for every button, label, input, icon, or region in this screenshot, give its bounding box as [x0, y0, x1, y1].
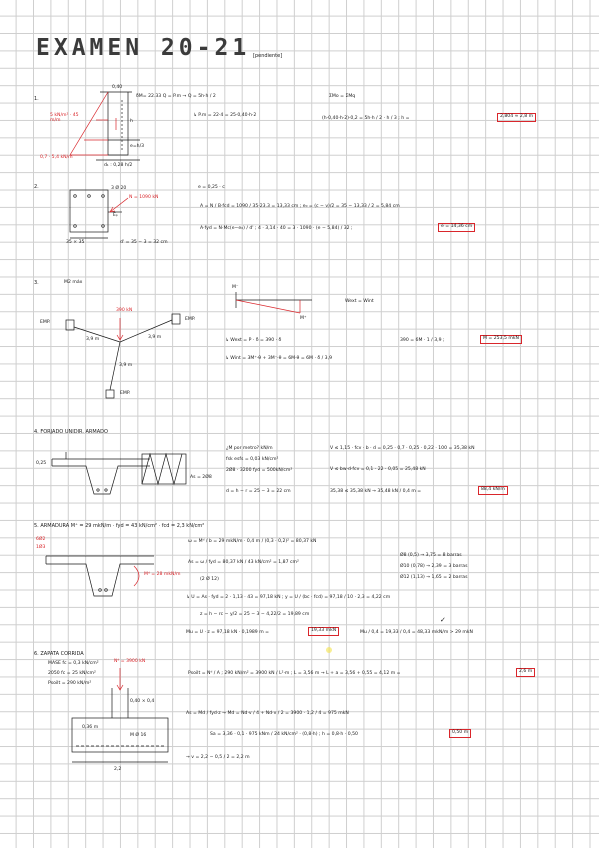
column-section-sketch [69, 189, 122, 239]
problem-1-number: 1. [34, 96, 39, 102]
p5-option-3: Ø12 (1,13) → 1,65 = 2 barras [400, 575, 468, 580]
p5-eq6: Mu / 0,4 = 19,33 / 0,4 = 48,33 mkN/m > 2… [360, 630, 473, 635]
p3-point-load: 390 kN [116, 308, 133, 313]
p4-note-3: 2Ø8 · 3200 fyd = 500kN/cm² [226, 468, 293, 473]
problem-6-number: 6. ZAPATA CORRIDA [34, 651, 84, 657]
problem-5-number: 5. ARMADURA M⁺ = 29 mkN/m · fyd = 43 kN/… [34, 523, 205, 529]
p1-load-label: 5 kN/m² · 45 m/m [50, 113, 79, 123]
p5-selection: (2 Ø 12) [200, 577, 219, 582]
p5-bar-label-2: 1Ø3 [36, 545, 46, 550]
p3-span-1: 3,9 m [86, 337, 100, 342]
p6-depth: 0,36 m [82, 725, 99, 730]
p6-result-2: 0,50 m [449, 729, 472, 738]
p3-support-3: EMP. [120, 391, 131, 396]
p3-work-equality: Wext = Wint [345, 299, 374, 304]
p5-result: 19,33 mkN [308, 627, 340, 636]
retaining-wall-sketch [96, 91, 140, 161]
p5-check-mark: ✓ [440, 616, 446, 624]
p5-moment-label: Mᵈ = 28 mkN/m [144, 572, 181, 577]
p3-span-3: 3,9 m [119, 363, 133, 368]
p1-eq4: (h·0,40·h·2)·0,2 = 5h·h / 2 · h / 3 ; h … [322, 116, 410, 121]
p5-option-1: Ø8 (0,5) → 3,75 = 8 barras [400, 553, 462, 558]
p6-column-size: 0,40 × 0,4 [130, 699, 155, 704]
p3-span-2: 3,9 m [148, 335, 162, 340]
p1-eq2: ↳ P.m = 22·4 = 25·0,40·h·2 [193, 113, 257, 118]
footing-sketch [71, 688, 169, 763]
p1-base-note: d₁ : 0,28 h/2 [104, 163, 133, 168]
p2-axial-load: N = 1090 kN [129, 195, 159, 200]
p3-eq1: ↳ Wext = P · δ = 390 · δ [225, 338, 282, 343]
p5-bar-label-1: 6Ø2 [36, 537, 46, 542]
p4-eq3: 35,38 ≤ 35,38 kN → 35,48 kN / 0,4 m = [330, 489, 422, 494]
triangular-load-sketch [69, 91, 117, 156]
p1-wall-width: 0,40 [112, 85, 123, 90]
column-load-arrow [116, 668, 124, 691]
page-title: EXAMEN 20-21 [36, 35, 251, 61]
p6-column-load: Nᵈ = 3900 kN [114, 659, 146, 664]
p1-eq1: δM= 22.33 Q = P.m → Q = 5h·h / 2 [136, 94, 216, 99]
p6-data-1: MASE fc = 0,3 kN/cm² [48, 661, 99, 666]
p6-eq4: → v = 2,2 − 0,5 / 2 = 2,2 m [186, 755, 250, 760]
problem-4-number: 4. FORJADO UNIDIR. ARMADO [34, 429, 108, 435]
p3-result: M = 253,5 mkN [480, 335, 522, 344]
p2-inner-label: Eₚ [113, 213, 118, 218]
point-load-arrow [116, 318, 124, 341]
p1-eq3: ΣMo = ΣMq [329, 94, 356, 99]
p6-data-2: 2050 fc = 25 kN/cm² [48, 671, 96, 676]
p2-result: e = 14,36 cm [438, 223, 476, 232]
moment-arrow [133, 565, 140, 587]
tbeam-sketch [45, 555, 154, 597]
p5-eq4: z = h − rc − y/2 = 25 − 3 − 4,22/2 = 19,… [200, 612, 310, 617]
slab-section-sketch [51, 452, 150, 495]
p4-section-depth: 0,25 [36, 461, 47, 466]
p4-note-5: As = 2Ø8 [190, 475, 212, 480]
p2-effective-depth: d' = 35 − 3 = 32 cm [120, 240, 168, 245]
p6-base-width: 2,2 [114, 767, 122, 772]
p2-section-size: 35 × 35 [66, 240, 85, 245]
p2-eq2: A = N / B·fcd = 1090 / 35·23.3 = 13,33 c… [200, 204, 400, 209]
p6-result-1: 2,6 m [516, 668, 536, 677]
p6-eq1: Psoilt = Nᵈ / A ; 290 kN/m² = 3900 kN / … [188, 671, 401, 676]
p4-eq1: V ≤ 1,15 · fcv · b · d = 0,25 · 0,7 · 0,… [330, 446, 475, 451]
p3-eq2: ↳ Wint = 3M⁺·θ + 3M⁻·θ = 6M·θ = 6M · δ /… [225, 356, 332, 361]
p3-title: M2 máx [64, 280, 83, 285]
highlighter-mark [326, 647, 332, 653]
p1-base-load: 0,7 · 5,4 kN/m [40, 155, 73, 160]
p1-result: 2,804 ≈ 2,8 m [497, 113, 537, 122]
p6-data-3: Psoilt = 290 kN/m² [48, 681, 92, 686]
p3-eq3: 390 = 6M · 1 / 3,9 ; [400, 338, 445, 343]
p2-eq1: e = 0,25 · c [198, 185, 225, 190]
p2-bars: 3 Ø 20 [111, 186, 127, 191]
p6-eq3: Sa = 3,36 · 0,1 · 975 kNm / 24 kN/cm² · … [210, 732, 358, 737]
p6-eq2: As = Md / fyd·z → Md = Nd·v / 4 + Nd·v /… [186, 711, 349, 716]
axial-load-arrow [109, 197, 129, 213]
mechanism-sketch [235, 292, 312, 314]
p3-pos-moment: M⁺ [300, 316, 307, 321]
p4-note-2: fsk esfs = 0,03 kN/cm² [226, 457, 279, 462]
p5-eq2: As = ω / fyd = 80,37 kN / 43 kN/cm² = 1,… [188, 560, 299, 565]
p4-eq2: V ≤ bw·d·fcv = 0,1 · 22 · 0,05 = 25,48 k… [330, 467, 426, 472]
p4-note-1: ¿M por metro? kN/m [226, 446, 273, 451]
p5-eq3: ↳ U = As · fyd = 2 · 1,13 · 43 = 97,18 k… [186, 595, 391, 600]
problem-2-number: 2. [34, 184, 39, 190]
p6-reinforcement: M Ø 16 [130, 733, 147, 738]
p5-option-2: Ø10 (0,78) → 2,39 = 3 barras [400, 564, 468, 569]
p1-eccentricity-note: e=h/3 [130, 144, 145, 149]
p4-result: 88,4 kN/m [478, 486, 508, 495]
header-note: [pendiente] [253, 53, 283, 59]
p3-support-2: EMP. [185, 317, 196, 322]
p5-eq5: Mu = U · z = 97,18 kN · 0,1989 m = [186, 630, 269, 635]
lattice-sketch [141, 452, 187, 486]
p3-neg-moment: M⁻ [232, 285, 239, 290]
frame-sketch [65, 313, 181, 399]
p2-eq3: A·fyd = N·Mc(e−e₀) / d' ; 4 · 3,14 · 40 … [200, 226, 353, 231]
problem-3-number: 3. [34, 280, 39, 286]
p5-eq1: ω = Mᵈ / b = 29 mkN/m · 0,4 m / (0,3 · 0… [188, 539, 317, 544]
p3-support-1: EMP. [40, 320, 51, 325]
p1-height: h [130, 119, 133, 124]
p4-note-4: d = h − r = 25 − 3 = 22 cm [226, 489, 291, 494]
